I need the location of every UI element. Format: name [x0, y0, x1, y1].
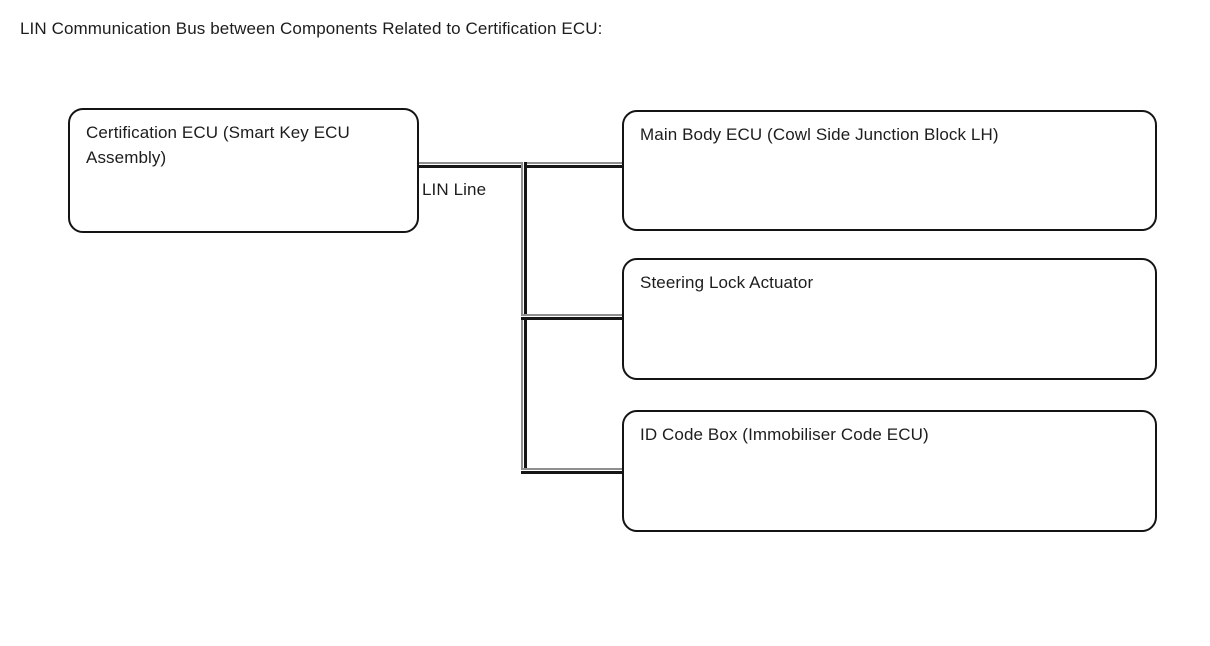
page-title: LIN Communication Bus between Components…	[20, 19, 603, 38]
bus-line-segment-to-steering-lock-actuator	[521, 314, 624, 320]
node-steering-lock-actuator[interactable]: Steering Lock Actuator	[622, 258, 1157, 380]
node-main-body-ecu-label: Main Body ECU (Cowl Side Junction Block …	[640, 125, 999, 144]
node-id-code-box[interactable]: ID Code Box (Immobiliser Code ECU)	[622, 410, 1157, 532]
node-steering-lock-actuator-label: Steering Lock Actuator	[640, 273, 814, 292]
lin-line-label: LIN Line	[422, 180, 487, 199]
bus-line-segment-to-id-code-box	[521, 468, 624, 474]
node-id-code-box-label: ID Code Box (Immobiliser Code ECU)	[640, 425, 929, 444]
node-main-body-ecu[interactable]: Main Body ECU (Cowl Side Junction Block …	[622, 110, 1157, 231]
node-certification-ecu-label: Certification ECU (Smart Key ECU Assembl…	[86, 123, 350, 167]
node-certification-ecu[interactable]: Certification ECU (Smart Key ECU Assembl…	[68, 108, 419, 233]
bus-line-segment-to-main-body-ecu	[417, 162, 624, 168]
